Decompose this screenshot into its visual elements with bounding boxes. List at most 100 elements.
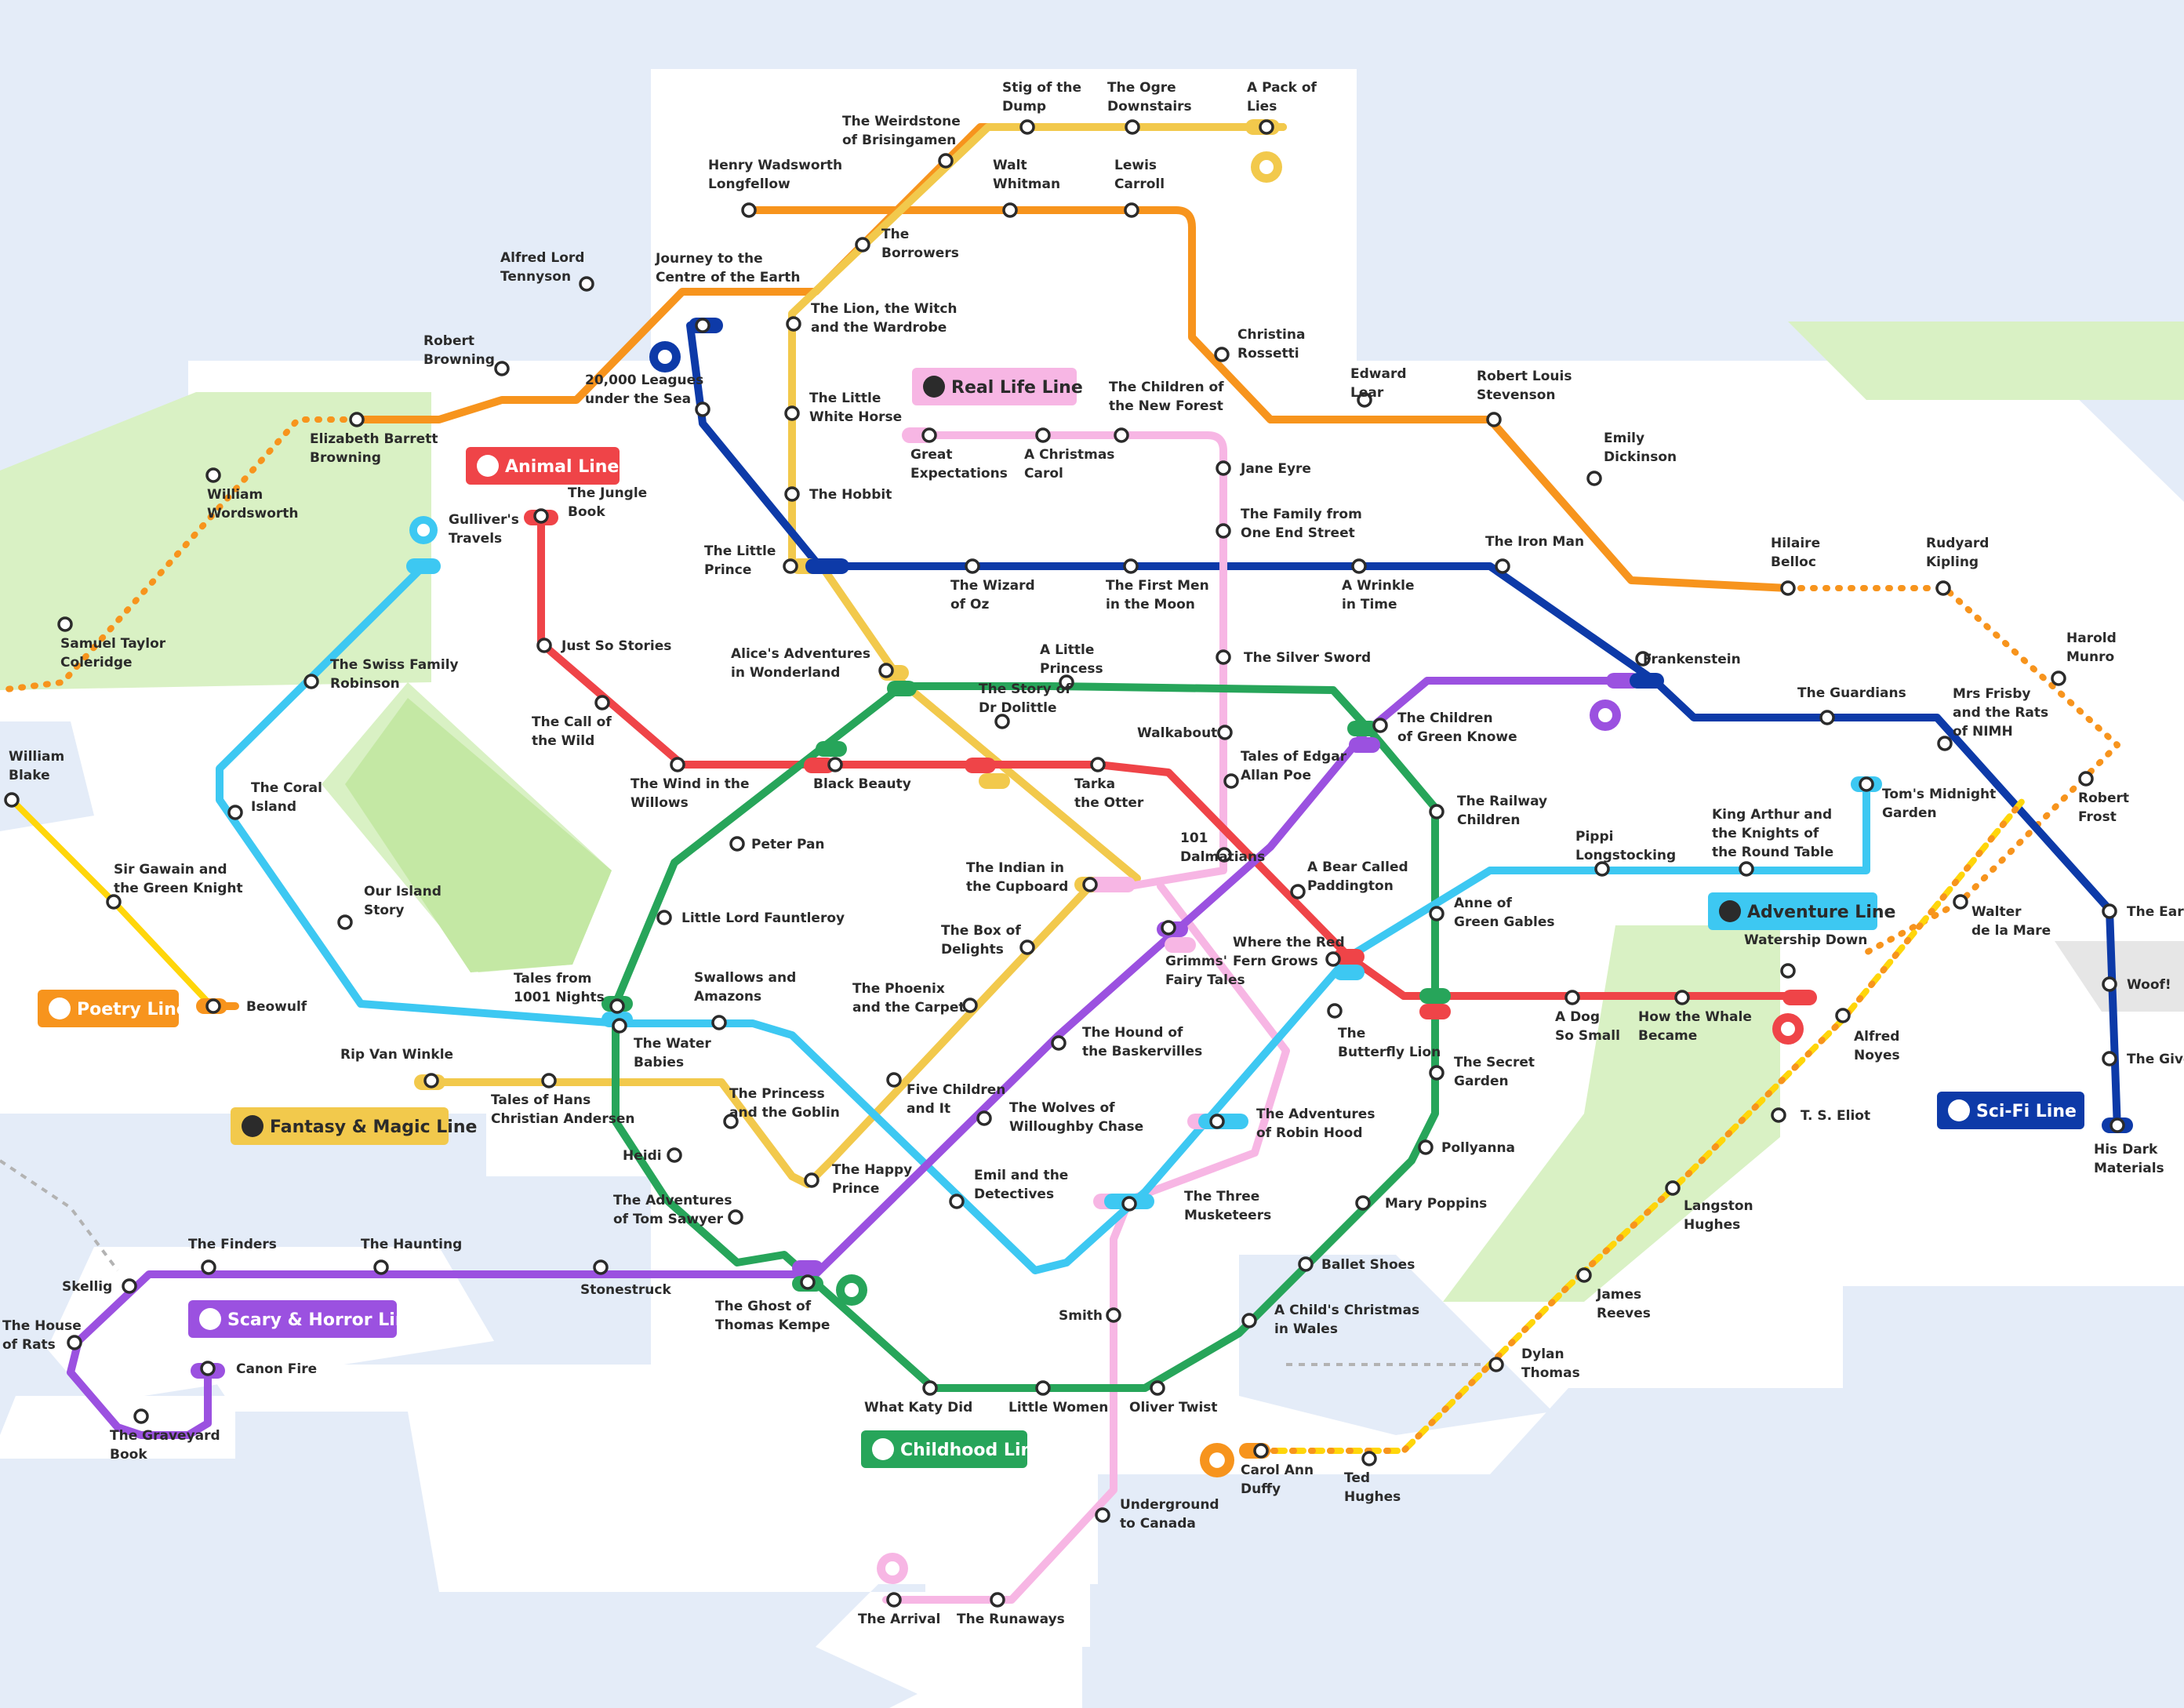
- station-belloc[interactable]: [1780, 580, 1796, 596]
- station-happyprince[interactable]: [804, 1172, 819, 1188]
- station-junglebook[interactable]: [533, 508, 549, 524]
- station-firstmen[interactable]: [1123, 558, 1139, 574]
- station-beowulf[interactable]: [205, 998, 221, 1014]
- station-alice[interactable]: [878, 663, 894, 678]
- station-heidi[interactable]: [667, 1147, 682, 1163]
- station-waterbabies[interactable]: [612, 1018, 627, 1034]
- station-paddington[interactable]: [1290, 884, 1306, 899]
- station-wizardoz[interactable]: [965, 558, 980, 574]
- station-rbrowning[interactable]: [494, 361, 510, 376]
- station-ironman[interactable]: [1495, 558, 1510, 574]
- station-wordsworth[interactable]: [205, 467, 221, 483]
- station-underground[interactable]: [1095, 1507, 1110, 1523]
- station-andersen[interactable]: [541, 1073, 557, 1088]
- station-pollyanna[interactable]: [1418, 1139, 1434, 1155]
- station-graveyard[interactable]: [133, 1408, 149, 1424]
- station-reeves[interactable]: [1576, 1267, 1592, 1283]
- station-familyoneend[interactable]: [1216, 523, 1231, 539]
- station-leagues[interactable]: [695, 402, 710, 417]
- station-dylanthomas[interactable]: [1488, 1357, 1504, 1372]
- station-littlewomen[interactable]: [1035, 1380, 1051, 1396]
- station-tomsawyer[interactable]: [728, 1209, 743, 1225]
- station-katydid[interactable]: [922, 1380, 938, 1396]
- station-olivertwist[interactable]: [1150, 1380, 1165, 1396]
- badge-poetry[interactable]: Poetry Line: [38, 990, 188, 1027]
- station-fivechildren[interactable]: [886, 1072, 902, 1088]
- station-frost[interactable]: [2078, 771, 2094, 787]
- station-packlies[interactable]: [1259, 119, 1274, 135]
- station-noyes[interactable]: [1835, 1008, 1851, 1023]
- station-childchristmas[interactable]: [1241, 1313, 1257, 1328]
- station-ghostkempe[interactable]: [800, 1274, 816, 1290]
- station-pippi[interactable]: [1594, 861, 1610, 877]
- station-stig[interactable]: [1019, 119, 1035, 135]
- station-stevenson[interactable]: [1486, 412, 1502, 427]
- station-threemusketeers[interactable]: [1121, 1196, 1137, 1212]
- station-runaways[interactable]: [990, 1592, 1005, 1608]
- station-houserats[interactable]: [67, 1335, 82, 1350]
- station-balletshoes[interactable]: [1298, 1256, 1314, 1272]
- station-arthur[interactable]: [1739, 861, 1754, 877]
- station-windwillows[interactable]: [670, 757, 685, 772]
- station-edgarpoe[interactable]: [1223, 773, 1239, 789]
- station-tedhughes[interactable]: [1361, 1451, 1377, 1466]
- station-rossetti[interactable]: [1214, 347, 1230, 362]
- station-blake[interactable]: [4, 792, 20, 808]
- station-greatexp[interactable]: [921, 427, 937, 443]
- station-swissfamily[interactable]: [303, 674, 319, 689]
- station-marypoppins[interactable]: [1355, 1195, 1371, 1211]
- station-christmascarol[interactable]: [1035, 427, 1051, 443]
- station-phoenix[interactable]: [962, 998, 978, 1013]
- station-longfellow[interactable]: [741, 202, 757, 218]
- station-railway[interactable]: [1429, 804, 1444, 819]
- station-smith[interactable]: [1106, 1307, 1121, 1323]
- station-wolves[interactable]: [976, 1110, 992, 1126]
- station-arrival[interactable]: [886, 1592, 902, 1608]
- station-indiancupboard[interactable]: [1082, 877, 1098, 892]
- station-dogsosmall[interactable]: [1564, 990, 1580, 1005]
- station-coleridge[interactable]: [57, 616, 73, 632]
- station-lear[interactable]: [1357, 392, 1372, 408]
- station-tarka[interactable]: [1090, 757, 1106, 772]
- station-princessgoblin[interactable]: [723, 1114, 739, 1129]
- badge-realLife[interactable]: Real Life Line: [912, 368, 1083, 405]
- station-secretgarden[interactable]: [1429, 1065, 1444, 1081]
- station-boxdelights[interactable]: [1019, 939, 1035, 955]
- station-stonestruck[interactable]: [593, 1259, 609, 1275]
- station-blackbeauty[interactable]: [827, 757, 843, 772]
- station-coralisland[interactable]: [227, 805, 243, 820]
- station-grimm[interactable]: [1161, 920, 1176, 936]
- station-greenknowe[interactable]: [1372, 718, 1388, 733]
- station-fauntleroy[interactable]: [656, 910, 672, 925]
- badge-childhood[interactable]: Childhood Line: [861, 1430, 1045, 1468]
- station-callwild[interactable]: [594, 695, 610, 710]
- station-ripvanwinkle[interactable]: [423, 1073, 439, 1088]
- station-tales1001[interactable]: [609, 998, 625, 1014]
- station-ogre[interactable]: [1125, 119, 1140, 135]
- station-midnightgarden[interactable]: [1859, 776, 1874, 792]
- station-finders[interactable]: [201, 1259, 216, 1275]
- station-hughes_l[interactable]: [1665, 1180, 1681, 1196]
- station-storydolittle[interactable]: [994, 714, 1010, 729]
- badge-fantasy[interactable]: Fantasy & Magic Line: [231, 1107, 477, 1145]
- badge-scifi[interactable]: Sci-Fi Line: [1937, 1092, 2084, 1129]
- station-haunting[interactable]: [373, 1259, 389, 1275]
- station-borrowers[interactable]: [855, 237, 870, 253]
- station-swallows[interactable]: [711, 1015, 727, 1030]
- station-canonfire[interactable]: [200, 1361, 216, 1376]
- station-journey[interactable]: [695, 318, 710, 333]
- station-littleprince[interactable]: [783, 558, 798, 574]
- station-dickinson[interactable]: [1586, 471, 1602, 486]
- station-skellig[interactable]: [122, 1278, 137, 1294]
- station-justso[interactable]: [536, 638, 552, 653]
- station-frankenstein[interactable]: [1635, 651, 1651, 667]
- station-delamare[interactable]: [1953, 894, 1968, 910]
- station-butterflylion[interactable]: [1327, 1003, 1343, 1019]
- station-weirdstone[interactable]: [938, 153, 954, 169]
- station-earth[interactable]: [2102, 903, 2117, 919]
- station-ourisland[interactable]: [337, 914, 353, 930]
- station-watershipdown[interactable]: [1780, 963, 1796, 979]
- station-whitehorse[interactable]: [784, 405, 800, 421]
- station-childrennewforest[interactable]: [1114, 427, 1129, 443]
